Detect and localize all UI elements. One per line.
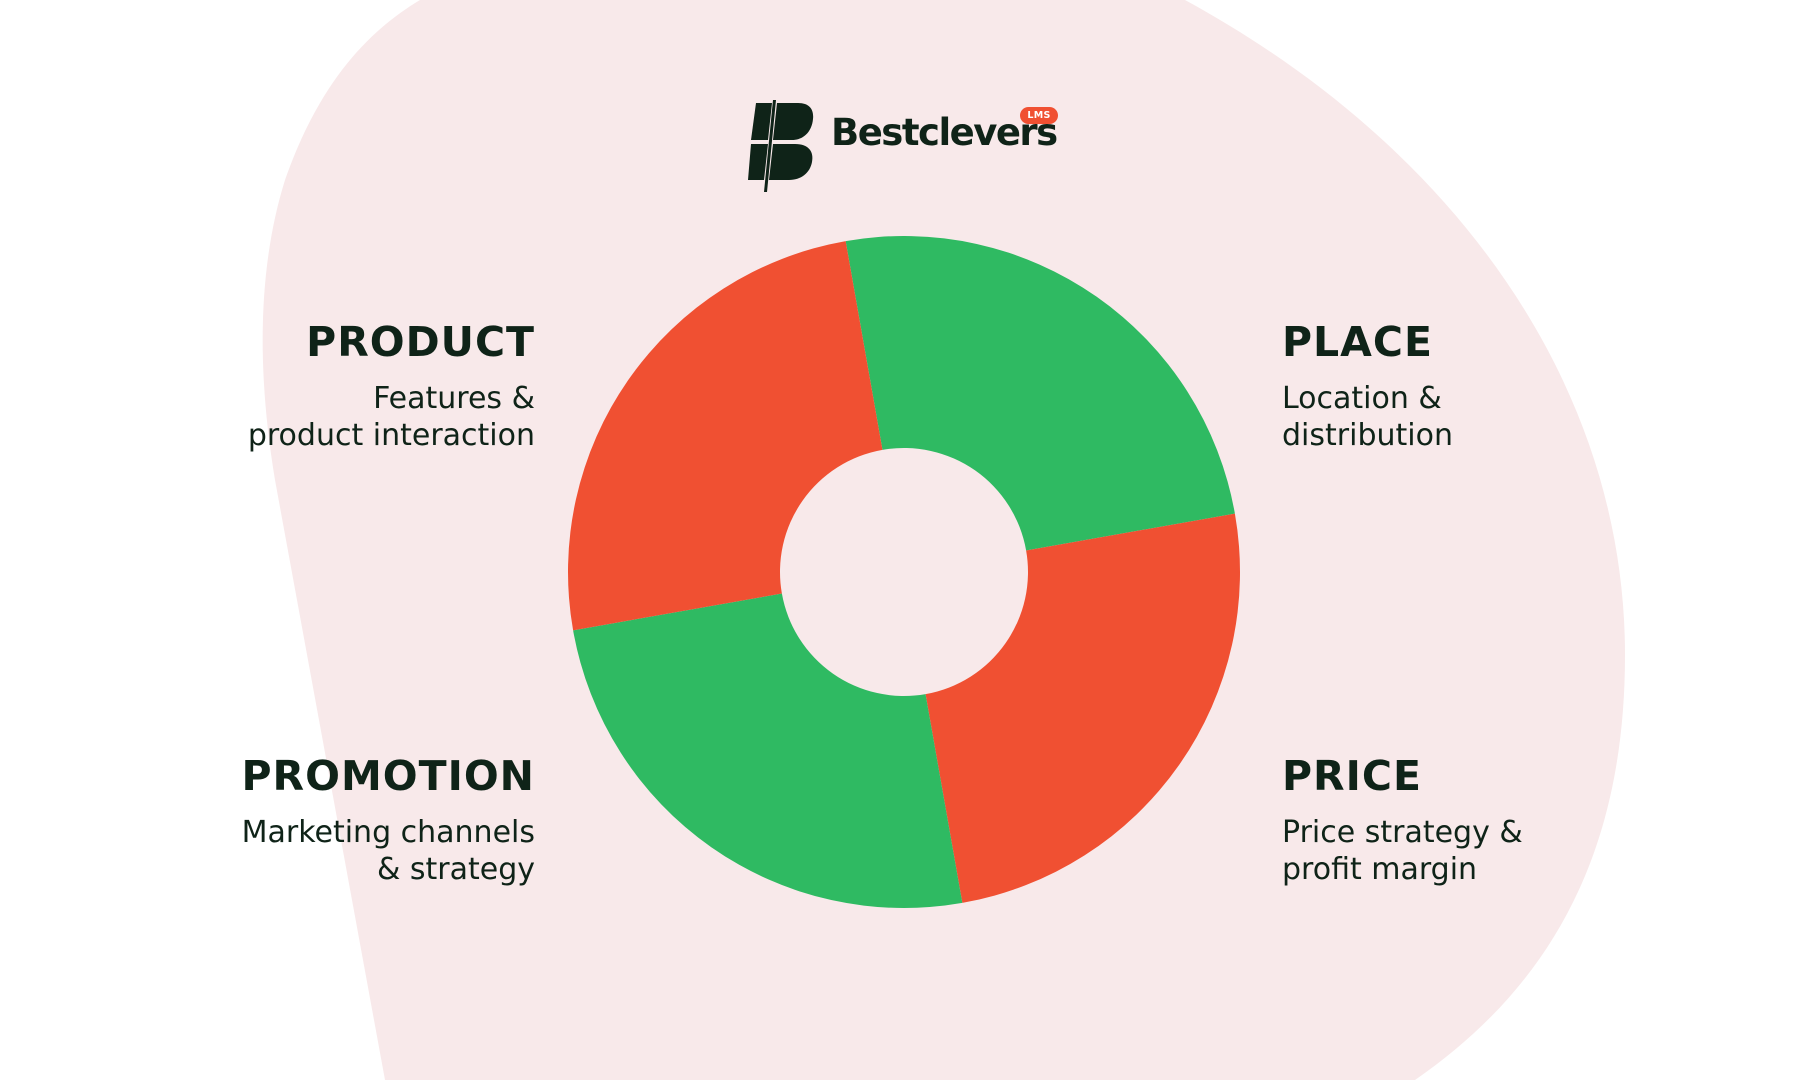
promotion-label: PROMOTION Marketing channels & strategy [115, 756, 535, 888]
promotion-title: PROMOTION [241, 752, 535, 800]
price-desc-line-2: profit margin [1282, 852, 1478, 887]
place-desc-line-1: Location & [1282, 381, 1442, 416]
donut-segment-price [925, 513, 1240, 903]
product-desc-line-2: product interaction [247, 418, 535, 453]
price-title: PRICE [1282, 752, 1422, 800]
place-title: PLACE [1282, 318, 1434, 366]
product-desc-line-1: Features & [373, 381, 535, 416]
donut-segment-place [845, 236, 1235, 551]
product-title: PRODUCT [306, 318, 535, 366]
donut-segment-promotion [573, 593, 963, 908]
price-label: PRICE Price strategy & profit margin [1282, 756, 1702, 888]
product-label: PRODUCT Features & product interaction [115, 322, 535, 454]
place-label: PLACE Location & distribution [1282, 322, 1702, 454]
promotion-desc-line-2: & strategy [376, 852, 535, 887]
marketing-mix-donut [568, 236, 1240, 908]
donut-segment-product [568, 241, 883, 631]
bestclevers-logo-icon [748, 100, 814, 192]
place-desc-line-2: distribution [1282, 418, 1453, 453]
brand-name: Bestclevers [831, 111, 1058, 154]
lms-badge: LMS [1020, 107, 1058, 124]
background-blob-shape [262, 0, 1625, 1080]
price-desc-line-1: Price strategy & [1282, 815, 1523, 850]
promotion-desc-line-1: Marketing channels [241, 815, 535, 850]
brand-logo[interactable]: Bestclevers LMS [748, 100, 1068, 192]
